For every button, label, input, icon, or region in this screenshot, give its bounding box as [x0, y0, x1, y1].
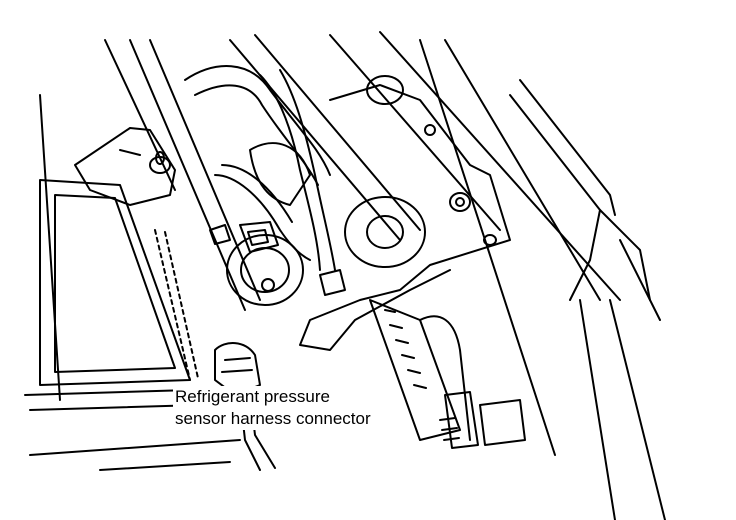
- mounting-bracket: [74, 127, 176, 206]
- frame-rails: [104, 31, 666, 520]
- sensor-connector-label: Refrigerant pressure sensor harness conn…: [173, 386, 373, 430]
- compressor-bracket: [299, 75, 511, 351]
- pressure-sensor: [209, 221, 346, 306]
- radiator-panel: [24, 94, 241, 471]
- label-line-2: sensor harness connector: [175, 409, 371, 428]
- right-side-panel: [509, 79, 661, 321]
- label-line-1: Refrigerant pressure: [175, 387, 330, 406]
- fan-shroud: [369, 299, 526, 449]
- refrigerant-hoses: [184, 65, 336, 271]
